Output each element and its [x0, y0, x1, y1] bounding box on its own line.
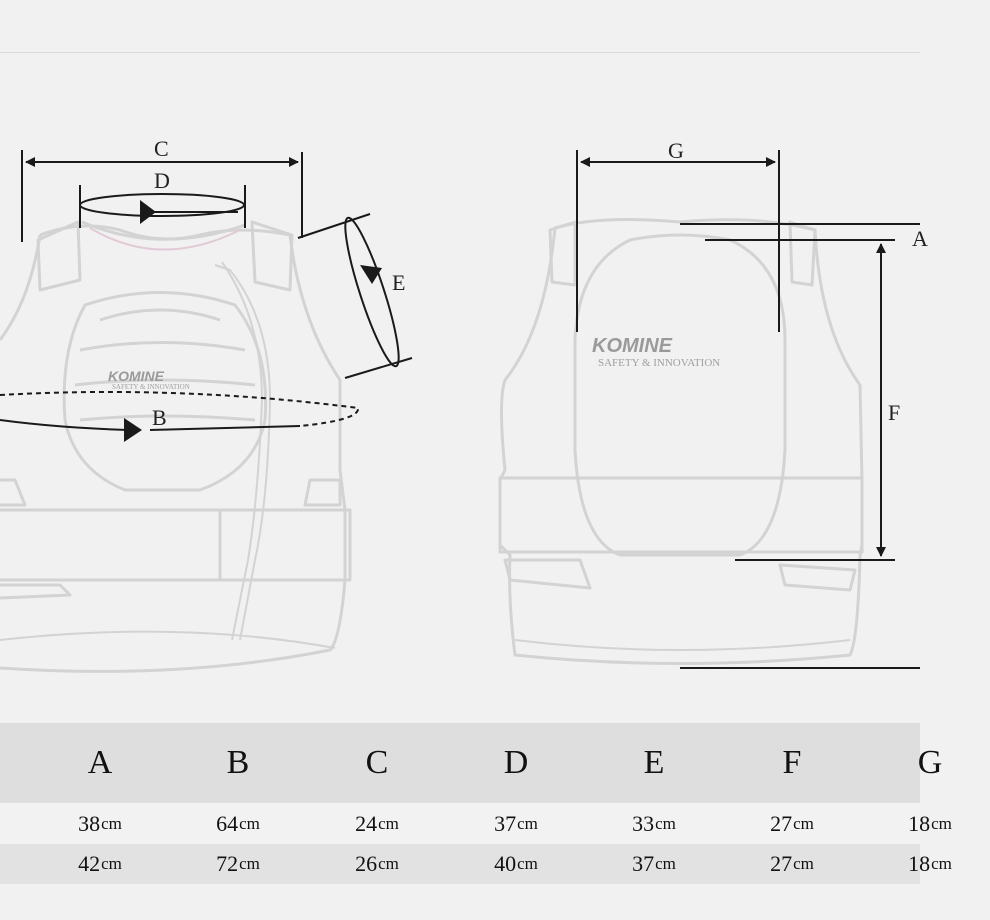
- header-e: E: [643, 744, 665, 781]
- dimension-d: [79, 185, 246, 228]
- label-f: F: [888, 400, 900, 425]
- dimension-e: [297, 213, 413, 379]
- label-b: B: [152, 405, 167, 430]
- header-g: G: [917, 744, 943, 781]
- header-d: D: [503, 744, 529, 781]
- dimension-c: [21, 150, 303, 242]
- back-logo-brand: KOMINE: [592, 335, 673, 357]
- header-a: A: [87, 744, 113, 781]
- back-logo-tagline: SAFETY & INNOVATION: [598, 357, 720, 369]
- label-d: D: [154, 168, 170, 193]
- front-vest: [0, 220, 352, 673]
- dimension-a: [680, 223, 920, 669]
- label-g: G: [668, 138, 684, 163]
- front-logo-tagline: SAFETY & INNOVATION: [112, 383, 190, 391]
- header-f: F: [782, 744, 802, 781]
- header-c: C: [365, 744, 389, 781]
- dimension-b: [0, 390, 359, 442]
- header-b: B: [226, 744, 250, 781]
- label-a: A: [912, 226, 928, 251]
- label-e: E: [392, 270, 405, 295]
- vest-size-diagram: KOMINE SAFETY & INNOVATION KOMINE SAFETY…: [0, 136, 928, 673]
- table-header-row: A B C D E F G: [0, 723, 942, 803]
- front-logo-brand: KOMINE: [108, 368, 165, 384]
- top-divider: [0, 52, 920, 53]
- label-c: C: [154, 136, 169, 161]
- back-vest: [498, 218, 864, 665]
- dimension-f: [705, 239, 895, 561]
